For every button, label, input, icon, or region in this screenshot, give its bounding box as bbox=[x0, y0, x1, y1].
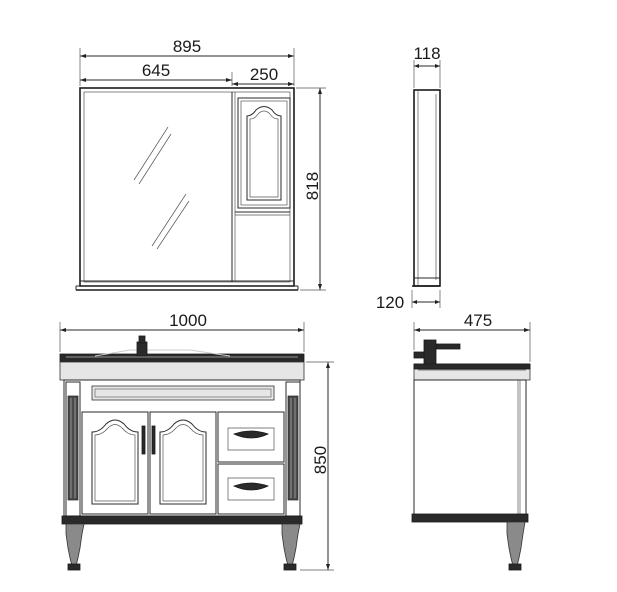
mirror-height-dimension: 818 bbox=[296, 87, 326, 291]
vanity-height-dimension: 850 bbox=[300, 361, 334, 571]
mirror-shelf-depth-label: 120 bbox=[376, 293, 404, 312]
vanity-front-view bbox=[59, 335, 305, 571]
vanity-depth-label: 475 bbox=[464, 311, 492, 330]
mirror-width-dimension: 895 bbox=[79, 37, 295, 86]
mirror-glare-lines bbox=[133, 126, 190, 250]
mirror-glass-width-dimension: 645 bbox=[80, 61, 233, 86]
mirror-depth-dimension: 118 bbox=[413, 44, 441, 88]
mirror-glass-width-label: 645 bbox=[142, 61, 170, 80]
mirror-shelf-depth-dimension: 120 bbox=[376, 290, 441, 312]
mirror-height-label: 818 bbox=[303, 172, 322, 200]
vanity-width-dimension: 1000 bbox=[59, 311, 305, 352]
vanity-depth-dimension: 475 bbox=[413, 311, 531, 362]
mirror-cabinet-side-view bbox=[412, 89, 441, 287]
mirror-width-label: 895 bbox=[173, 37, 201, 56]
mirror-cabinet-width-label: 250 bbox=[250, 65, 278, 84]
mirror-cabinet-width-dimension: 250 bbox=[232, 65, 294, 86]
vanity-side-view bbox=[411, 339, 531, 571]
vanity-width-label: 1000 bbox=[169, 311, 207, 330]
mirror-depth-label: 118 bbox=[413, 44, 440, 63]
mirror-cabinet-front-view bbox=[75, 87, 299, 291]
vanity-height-label: 850 bbox=[311, 446, 330, 474]
